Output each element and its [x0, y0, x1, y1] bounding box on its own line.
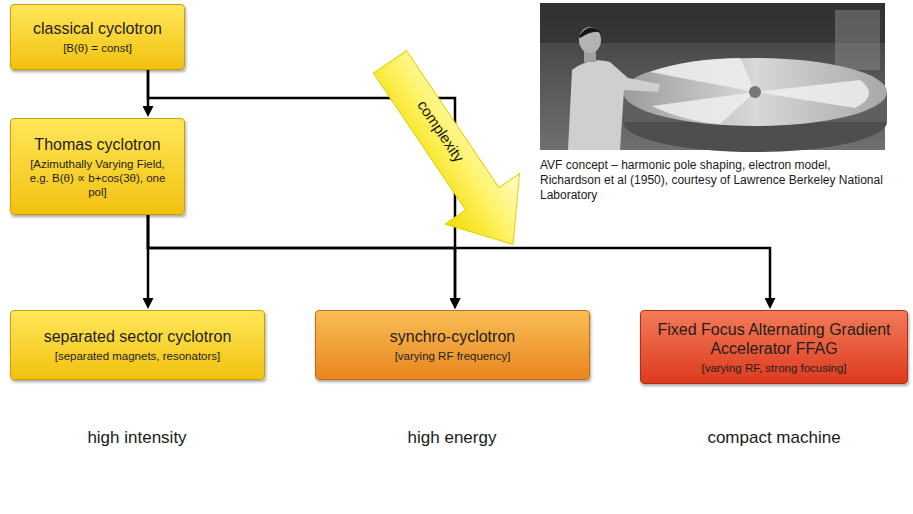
node-title: synchro-cyclotron: [390, 327, 515, 346]
node-detail: [separated magnets, resonators]: [55, 349, 221, 363]
pole-face: [623, 58, 887, 126]
process-box: Thomas cyclotron [Azimuthally Varying Fie…: [10, 118, 185, 215]
arrow-body: [353, 37, 551, 270]
flow-arrow: [148, 215, 455, 298]
node-detail: [B(θ) = const]: [63, 41, 132, 55]
pole-sector: [755, 80, 869, 108]
person-hair: [579, 27, 602, 38]
complexity-arrow: [353, 37, 551, 270]
pole-center: [749, 86, 761, 98]
node-detail: [Azimuthally Varying Field, e.g. B(θ) ∝ …: [19, 157, 176, 199]
node-title: Fixed Focus Alternating Gradient Acceler…: [649, 320, 899, 358]
node-detail: [varying RF, strong focusing]: [701, 361, 846, 375]
node-title: classical cyclotron: [33, 19, 162, 38]
person-head: [579, 27, 601, 53]
property-label: high energy: [408, 428, 497, 448]
pole-sector: [652, 92, 755, 124]
photograph: [540, 3, 887, 152]
property-label: high intensity: [87, 428, 186, 448]
photo-caption: AVF concept – harmonic pole shaping, ele…: [540, 158, 885, 203]
property-label: compact machine: [707, 428, 840, 448]
node-detail: [varying RF frequency]: [395, 349, 511, 363]
process-box: classical cyclotron [B(θ) = const]: [10, 4, 185, 70]
node-title: Thomas cyclotron: [34, 135, 160, 154]
photo-window: [835, 10, 880, 70]
process-box: synchro-cyclotron [varying RF frequency]: [315, 310, 590, 380]
person-body: [568, 60, 660, 150]
node-title: separated sector cyclotron: [44, 327, 232, 346]
process-box: Fixed Focus Alternating Gradient Acceler…: [640, 310, 908, 384]
process-box: separated sector cyclotron [separated mag…: [10, 310, 265, 380]
pole-sector: [650, 58, 755, 92]
